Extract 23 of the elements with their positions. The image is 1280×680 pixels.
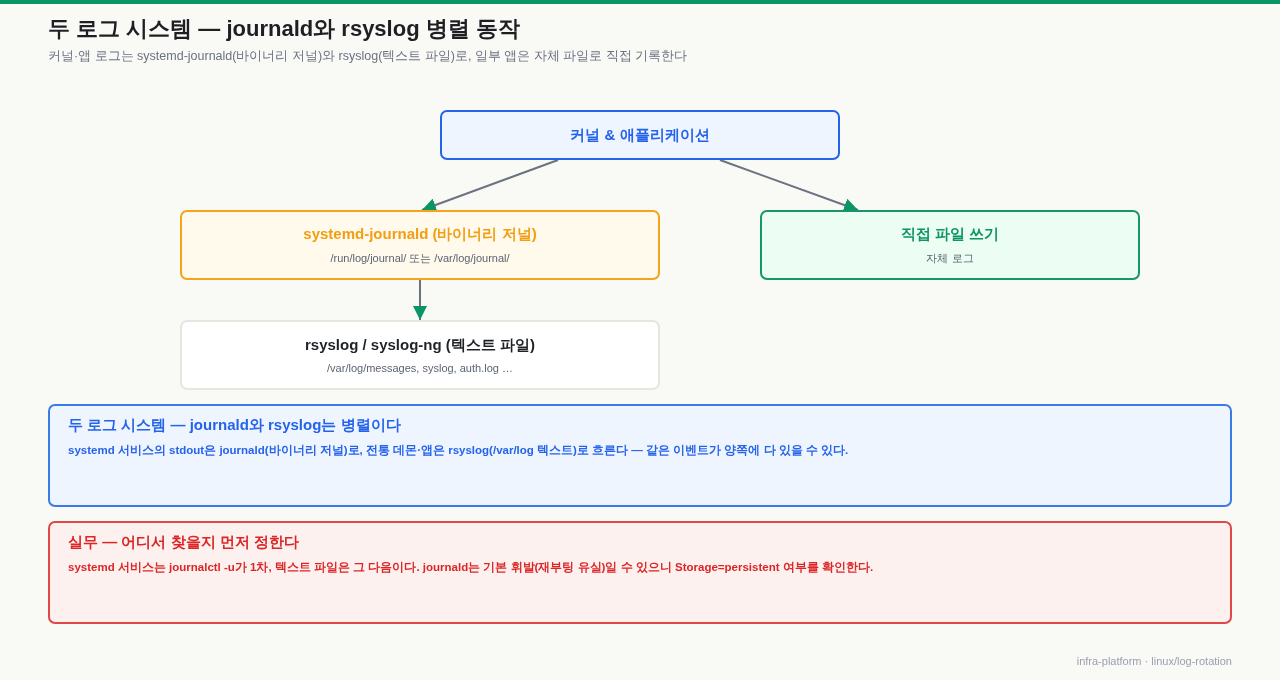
callout-heading: 두 로그 시스템 — journald와 rsyslog는 병렬이다 <box>68 416 402 435</box>
callout-box <box>48 404 1232 507</box>
page-title: 두 로그 시스템 — journald와 rsyslog 병렬 동작 <box>48 15 520 43</box>
callout-heading: 실무 — 어디서 찾을지 먼저 정한다 <box>68 533 300 552</box>
process-box <box>180 320 660 390</box>
box-heading: 커널 & 애플리케이션 <box>570 125 710 145</box>
box-heading: systemd-journald (바이너리 저널) <box>303 224 537 244</box>
box-heading: 직접 파일 쓰기 <box>900 224 1000 244</box>
process-box <box>180 210 660 280</box>
process-box <box>440 110 840 160</box>
arrow <box>421 159 559 212</box>
callout-text: systemd 서비스는 journalctl -u가 1차, 텍스트 파일은 그 다음이다. journald는 기본 휘발(재부팅 유실)일 수 있으니 Storage=persistent 여부를 확인한다. <box>68 560 875 575</box>
subtitle: 커널·앱 로그는 systemd-journald(바이너리 저널)와 rsyslog(텍스트 파일)로, 일부 앱은 자체 파일로 직접 기록한다 <box>48 48 688 65</box>
box-note: /var/log/messages, syslog, auth.log … <box>327 362 513 374</box>
callout-box <box>48 521 1232 624</box>
box-heading: rsyslog / syslog-ng (텍스트 파일) <box>305 336 535 355</box>
box-note: 자체 로그 <box>926 250 974 266</box>
process-box <box>760 210 1140 280</box>
callout-text: systemd 서비스의 stdout은 journald(바이너리 저널)로, 전통 데몬·앱은 rsyslog(/var/log 텍스트)로 흐른다 — 같은 이벤트가 양쪽에 다 있을 수 있다. <box>68 443 850 458</box>
arrow <box>719 159 859 212</box>
footer-note: infra-platform · linux/log-rotation <box>1076 655 1232 667</box>
arrow <box>413 279 427 321</box>
box-note: /run/log/journal/ 또는 /var/log/journal/ <box>330 250 510 266</box>
